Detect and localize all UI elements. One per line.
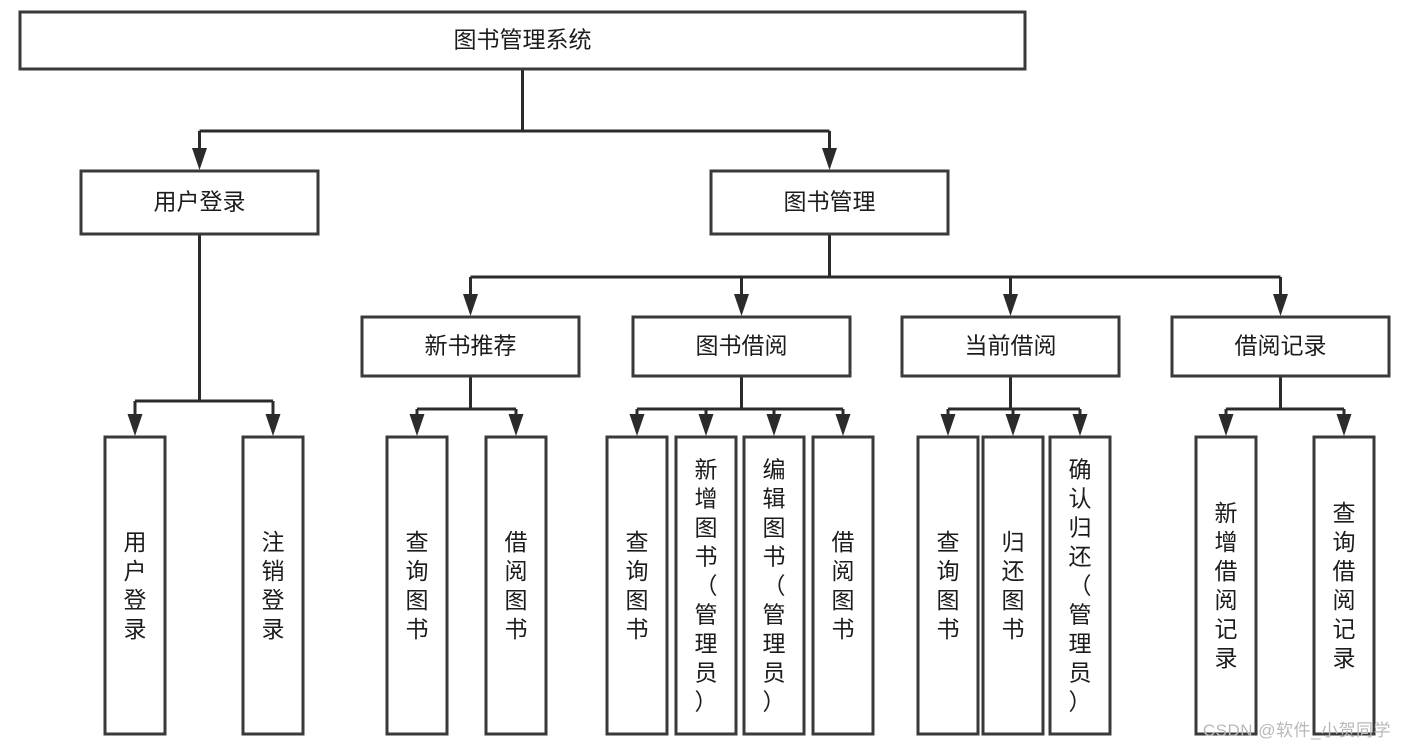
node-box-leaf-edit-book[interactable] (742, 435, 806, 736)
node-box-leaf-borrow-book[interactable] (811, 435, 875, 736)
node-box-leaf-borrow-book-rec[interactable] (484, 435, 548, 736)
arrow-head-icon (1273, 294, 1288, 316)
node-label-leaf-confirm-return: 确认归还（管理员） (1069, 457, 1092, 715)
node-leaf-add-book[interactable]: 新增图书（管理员） (674, 435, 738, 736)
node-label-book-borrow: 图书借阅 (696, 333, 788, 359)
connector-group-current-borrow (940, 376, 1088, 436)
node-label-leaf-logout: 注销登录 (262, 529, 285, 642)
node-box-borrow-record[interactable] (1170, 315, 1391, 378)
node-box-root[interactable] (18, 10, 1027, 71)
node-box-leaf-logout[interactable] (241, 435, 305, 736)
node-label-leaf-borrow-book-rec: 借阅图书 (505, 529, 528, 642)
arrow-head-icon (409, 414, 425, 436)
node-label-leaf-query-book-rec: 查询图书 (406, 529, 429, 642)
node-root[interactable]: 图书管理系统 (18, 10, 1027, 71)
node-label-borrow-record: 借阅记录 (1235, 333, 1327, 359)
node-label-current-borrow: 当前借阅 (965, 333, 1057, 359)
node-box-book-manage[interactable] (709, 169, 950, 236)
node-box-leaf-query-book-rec[interactable] (385, 435, 449, 736)
arrow-head-icon (1336, 414, 1352, 436)
arrow-head-icon (940, 414, 956, 436)
connector-layer (127, 69, 1352, 436)
node-label-leaf-add-book: 新增图书（管理员） (695, 457, 718, 715)
connector-group-user-login (127, 234, 281, 436)
node-leaf-borrow-book-rec[interactable]: 借阅图书 (484, 435, 548, 736)
node-label-leaf-add-record: 新增借阅记录 (1215, 500, 1238, 671)
node-box-leaf-confirm-return[interactable] (1048, 435, 1112, 736)
node-label-leaf-query-book-borrow: 查询图书 (626, 529, 649, 642)
node-book-borrow[interactable]: 图书借阅 (631, 315, 852, 378)
node-box-leaf-query-book-current[interactable] (916, 435, 980, 736)
node-leaf-query-book-borrow[interactable]: 查询图书 (605, 435, 669, 736)
connector-group-borrow-record (1218, 376, 1352, 436)
node-box-leaf-return-book[interactable] (981, 435, 1045, 736)
node-box-current-borrow[interactable] (900, 315, 1121, 378)
arrow-head-icon (766, 414, 782, 436)
node-label-leaf-return-book: 归还图书 (1002, 529, 1025, 642)
node-box-user-login[interactable] (79, 169, 320, 236)
arrow-head-icon (1218, 414, 1234, 436)
node-label-leaf-edit-book: 编辑图书（管理员） (763, 457, 786, 715)
node-leaf-user-login[interactable]: 用户登录 (103, 435, 167, 736)
node-box-leaf-add-book[interactable] (674, 435, 738, 736)
node-leaf-borrow-book[interactable]: 借阅图书 (811, 435, 875, 736)
node-label-leaf-borrow-book: 借阅图书 (832, 529, 855, 642)
connector-group-new-book-rec (409, 376, 524, 436)
arrow-head-icon (127, 414, 143, 436)
connector-group-root (192, 69, 837, 170)
node-box-book-borrow[interactable] (631, 315, 852, 378)
node-label-root: 图书管理系统 (454, 27, 592, 53)
arrow-head-icon (629, 414, 645, 436)
node-leaf-query-book-rec[interactable]: 查询图书 (385, 435, 449, 736)
node-borrow-record[interactable]: 借阅记录 (1170, 315, 1391, 378)
arrow-head-icon (265, 414, 281, 436)
arrow-head-icon (463, 294, 478, 316)
node-box-leaf-user-login[interactable] (103, 435, 167, 736)
node-label-book-manage: 图书管理 (784, 189, 876, 215)
node-label-leaf-user-login: 用户登录 (124, 529, 147, 642)
node-box-leaf-query-book-borrow[interactable] (605, 435, 669, 736)
connector-group-book-manage (463, 234, 1288, 316)
node-user-login[interactable]: 用户登录 (79, 169, 320, 236)
node-box-leaf-add-record[interactable] (1194, 435, 1258, 736)
arrow-head-icon (698, 414, 714, 436)
node-box-new-book-rec[interactable] (360, 315, 581, 378)
node-leaf-confirm-return[interactable]: 确认归还（管理员） (1048, 435, 1112, 736)
node-label-leaf-query-book-current: 查询图书 (937, 529, 960, 642)
node-box-leaf-query-record[interactable] (1312, 435, 1376, 736)
arrow-head-icon (835, 414, 851, 436)
node-leaf-return-book[interactable]: 归还图书 (981, 435, 1045, 736)
node-current-borrow[interactable]: 当前借阅 (900, 315, 1121, 378)
watermark-label: CSDN @软件_小贺同学 (1202, 721, 1391, 740)
arrow-head-icon (508, 414, 524, 436)
node-leaf-edit-book[interactable]: 编辑图书（管理员） (742, 435, 806, 736)
node-leaf-query-book-current[interactable]: 查询图书 (916, 435, 980, 736)
arrow-head-icon (1003, 294, 1018, 316)
node-leaf-query-record[interactable]: 查询借阅记录 (1312, 435, 1376, 736)
node-layer: 图书管理系统用户登录图书管理新书推荐图书借阅当前借阅借阅记录用户登录注销登录查询… (18, 10, 1391, 736)
node-book-manage[interactable]: 图书管理 (709, 169, 950, 236)
arrow-head-icon (734, 294, 749, 316)
arrow-head-icon (822, 148, 837, 170)
node-label-user-login: 用户登录 (154, 189, 246, 215)
node-leaf-add-record[interactable]: 新增借阅记录 (1194, 435, 1258, 736)
node-label-leaf-query-record: 查询借阅记录 (1333, 500, 1356, 671)
node-new-book-rec[interactable]: 新书推荐 (360, 315, 581, 378)
node-label-new-book-rec: 新书推荐 (425, 333, 517, 359)
connector-group-book-borrow (629, 376, 851, 436)
arrow-head-icon (192, 148, 207, 170)
arrow-head-icon (1005, 414, 1021, 436)
arrow-head-icon (1072, 414, 1088, 436)
node-leaf-logout[interactable]: 注销登录 (241, 435, 305, 736)
